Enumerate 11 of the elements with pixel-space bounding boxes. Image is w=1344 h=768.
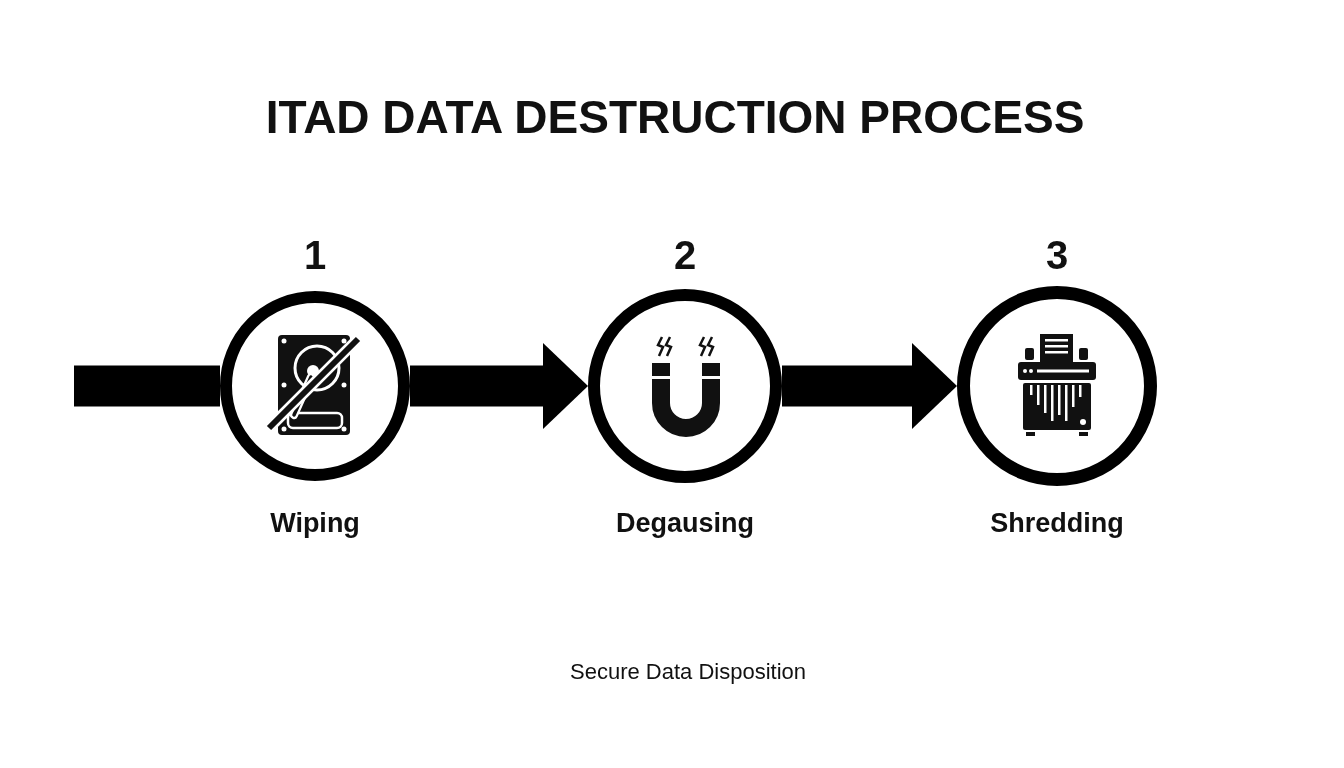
caption: Secure Data Disposition bbox=[570, 659, 806, 686]
step-number: 2 bbox=[673, 235, 697, 275]
step-label: Degausing bbox=[616, 508, 754, 540]
block-arrow bbox=[410, 343, 588, 429]
diagram-title: ITAD DATA DESTRUCTION PROCESS bbox=[265, 92, 1085, 143]
step-number: 1 bbox=[303, 235, 327, 275]
step-label: Wiping bbox=[270, 508, 360, 540]
connector-bar bbox=[74, 365, 220, 407]
step-label: Shredding bbox=[990, 508, 1124, 540]
step-number: 3 bbox=[1045, 235, 1069, 275]
block-arrow bbox=[782, 343, 957, 429]
